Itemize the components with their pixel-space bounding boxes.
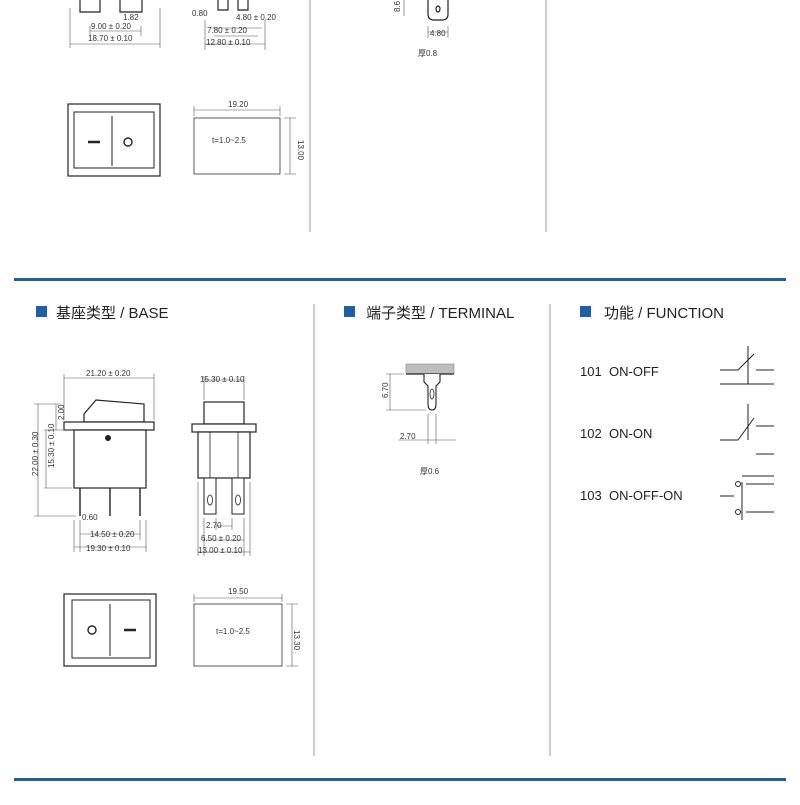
base-face-off-mark <box>87 625 97 635</box>
base-side-dim-top: 15.30 ± 0.10 <box>200 375 245 384</box>
function-name-102: ON-ON <box>609 426 652 441</box>
base-side-pin-hole-right <box>235 494 241 506</box>
section-rule-top <box>14 278 786 281</box>
function-row-103: 103 ON-OFF-ON <box>580 475 774 520</box>
function-row-101: 101 ON-OFF <box>580 346 774 385</box>
base-side-dim-top-lines <box>203 376 245 400</box>
base-panel-thickness: t=1.0~2.5 <box>216 627 250 636</box>
terminal-thickness: 厚0.6 <box>420 467 440 476</box>
function-name-101: ON-OFF <box>609 364 659 379</box>
function-list: 101 ON-OFF 102 ON-ON 103 ON-OFF-ON <box>580 346 774 520</box>
base-side-body <box>197 431 251 479</box>
base-side-cap <box>203 401 245 425</box>
base-flange <box>63 421 155 431</box>
header-function-square-icon <box>580 306 591 317</box>
terminal-dim-height: 6.70 <box>381 382 390 398</box>
header-base-square-icon <box>36 306 47 317</box>
header-terminal-title: 端子类型 / TERMINAL <box>366 305 514 322</box>
base-side-dim-width: 13.00 ± 0.10 <box>198 546 243 555</box>
top-dim-480: 4.80 ± 0.20 <box>236 13 277 22</box>
function-symbol-103-icon <box>720 475 774 520</box>
base-indicator-dot <box>105 435 111 441</box>
base-side-view: 15.30 ± 0.10 2.70 6.50 ± 0.20 13.00 ± 0.… <box>191 375 257 556</box>
function-symbol-103-contact-bottom <box>735 509 741 515</box>
function-symbol-101-icon <box>720 346 774 384</box>
base-switch-face <box>63 593 157 667</box>
top-section: 1.82 9.00 ± 0.20 18.70 ± 0.10 0.80 4.80 … <box>67 0 547 232</box>
terminal-blade-hole <box>429 388 435 400</box>
header-terminal-square-icon <box>344 306 355 317</box>
terminal-base-block <box>405 363 455 375</box>
top-terminal-hole <box>435 5 441 13</box>
base-dim-body-width: 19.30 ± 0.10 <box>86 544 131 553</box>
top-panel-thickness: t=1.0~2.5 <box>212 136 246 145</box>
base-dim-height-body: 15.30 ± 0.10 <box>47 423 56 468</box>
base-side-pin-left <box>203 477 217 515</box>
top-terminal-dims <box>403 0 449 38</box>
top-dim-900: 9.00 ± 0.20 <box>91 22 132 31</box>
header-function-title: 功能 / FUNCTION <box>604 305 724 322</box>
function-code-103: 103 <box>580 488 602 503</box>
base-dim-pin-thick: 0.60 <box>82 513 98 522</box>
top-terminal <box>427 0 449 21</box>
top-dim-1280: 12.80 ± 0.10 <box>206 38 251 47</box>
base-front-view: 21.20 ± 0.20 22.00 ± 0.30 15.30 ± 0.10 2… <box>31 369 155 553</box>
top-panel-height: 13.00 <box>296 140 305 161</box>
base-side-dim-pins: 6.50 ± 0.20 <box>201 534 242 543</box>
base-side-pin-right <box>231 477 245 515</box>
header-base: 基座类型 / BASE <box>36 305 169 322</box>
top-terminal-width: 4.80 <box>430 29 446 38</box>
base-dim-height-total: 22.00 ± 0.30 <box>31 431 40 476</box>
terminal-blade <box>423 374 441 411</box>
base-panel-dim-lines <box>193 594 298 667</box>
section-rule-bottom <box>14 778 786 781</box>
terminal-dim-lines <box>386 373 456 444</box>
top-switch-off-mark <box>123 137 133 147</box>
top-dim-182: 1.82 <box>123 13 139 22</box>
top-terminal-height: 8.6 <box>393 0 402 12</box>
top-dim-1870: 18.70 ± 0.10 <box>88 34 133 43</box>
header-base-title: 基座类型 / BASE <box>56 305 169 322</box>
base-dim-width-top-lines <box>63 374 155 420</box>
base-side-flange <box>191 423 257 433</box>
base-side-dim-bottom-lines <box>197 482 251 556</box>
top-pins-side <box>217 0 249 11</box>
terminal-drawing: 6.70 2.70 厚0.6 <box>381 363 456 476</box>
function-symbol-103-contact-top <box>735 481 741 487</box>
function-code-101: 101 <box>580 364 602 379</box>
top-panel-width: 19.20 <box>228 100 249 109</box>
top-panel-cut <box>193 117 281 175</box>
base-body <box>73 429 147 489</box>
top-dim-780: 7.80 ± 0.20 <box>207 26 248 35</box>
base-side-pin-hole-left <box>207 494 213 506</box>
top-terminal-thickness: 厚0.8 <box>418 49 438 58</box>
base-dim-width-top: 21.20 ± 0.20 <box>86 369 131 378</box>
top-dim-lines-side <box>204 20 266 50</box>
function-code-102: 102 <box>580 426 602 441</box>
base-side-dim-pin-gap: 2.70 <box>206 521 222 530</box>
base-face-rocker <box>71 599 151 659</box>
top-dim-lines-front <box>69 8 161 48</box>
header-terminal: 端子类型 / TERMINAL <box>344 305 514 322</box>
top-pins-front <box>79 0 143 13</box>
top-switch-frame <box>67 103 161 177</box>
top-panel-dims <box>193 106 296 175</box>
base-rocker-cap <box>83 399 145 423</box>
base-panel-height: 13.30 <box>292 630 301 651</box>
function-symbol-102-icon <box>720 404 774 455</box>
base-panel-width: 19.50 <box>228 587 249 596</box>
header-function: 功能 / FUNCTION <box>580 305 724 322</box>
base-dim-cap: 2.00 <box>57 404 66 420</box>
base-dim-bottom-lines <box>73 520 147 552</box>
terminal-dim-width: 2.70 <box>400 432 416 441</box>
top-dim-080: 0.80 <box>192 9 208 18</box>
top-switch-rocker <box>73 111 155 169</box>
base-panel-cut: 19.50 t=1.0~2.5 13.30 <box>193 587 301 667</box>
base-panel-rect <box>193 603 283 667</box>
function-row-102: 102 ON-ON <box>580 404 774 455</box>
function-name-103: ON-OFF-ON <box>609 488 683 503</box>
base-dim-height-lines <box>34 403 76 517</box>
base-dim-pin-span: 14.50 ± 0.20 <box>90 530 135 539</box>
